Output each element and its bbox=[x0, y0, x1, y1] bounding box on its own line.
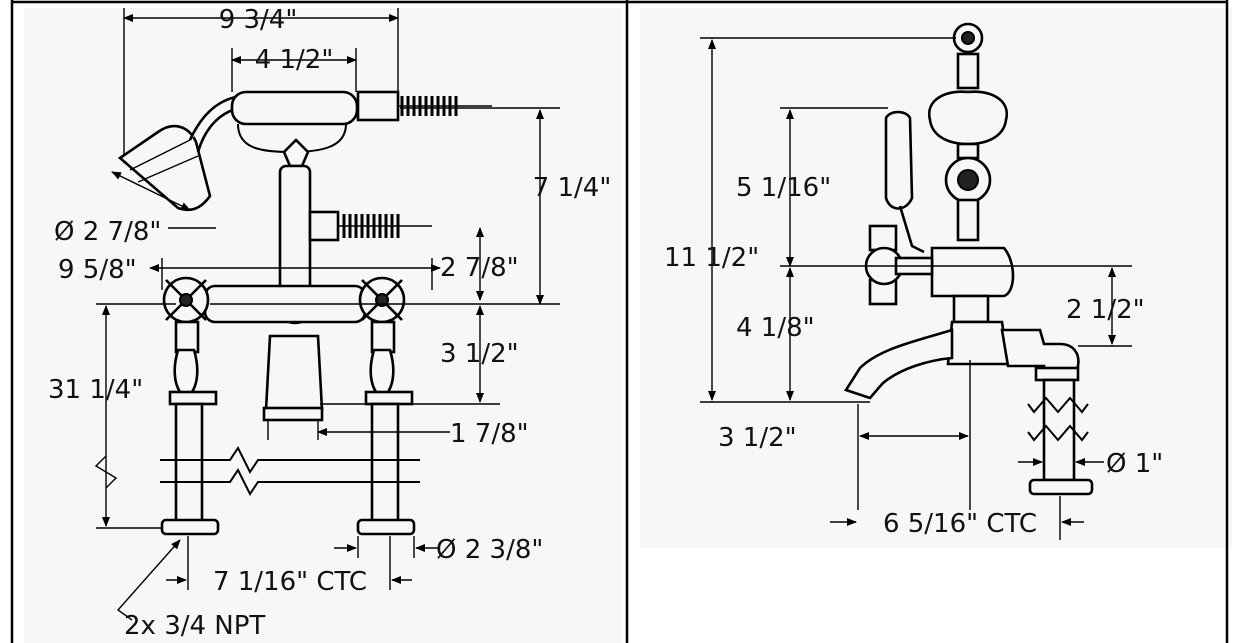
dim-cradle-height: 7 1/4" bbox=[533, 173, 612, 203]
dim-overall-height: 11 1/2" bbox=[664, 243, 759, 273]
dim-cradle-width: 4 1/2" bbox=[255, 45, 334, 75]
handshower-handle bbox=[230, 90, 492, 154]
front-view: 9 3/4" 4 1/2" Ø 2 7/8" 7 1/4" 9 5/8" 2 7… bbox=[48, 5, 611, 641]
diverter-lever bbox=[884, 110, 925, 254]
dim-elbow-height: 2 1/2" bbox=[1066, 295, 1145, 325]
dim-spout-outlet: 1 7/8" bbox=[450, 419, 529, 449]
spout bbox=[264, 334, 324, 412]
cradle-hook bbox=[927, 22, 1009, 242]
lower-column bbox=[952, 294, 990, 324]
break-line-bottom bbox=[160, 468, 420, 496]
dim-overall-width: 9 3/4" bbox=[219, 5, 298, 35]
dim-connection: 2x 3/4 NPT bbox=[124, 611, 265, 641]
left-cross-handle bbox=[160, 276, 220, 536]
dim-spout-reach: 3 1/2" bbox=[718, 423, 797, 453]
dim-leg-diameter: Ø 1" bbox=[1106, 449, 1163, 479]
dim-spout-height: 4 1/8" bbox=[736, 313, 815, 343]
side-spout bbox=[844, 328, 954, 400]
dim-lever-height: 5 1/16" bbox=[736, 173, 831, 203]
dim-leg-height: 31 1/4" bbox=[48, 375, 143, 405]
dim-base-diameter: Ø 2 3/8" bbox=[436, 535, 543, 565]
dim-spread-width: 9 5/8" bbox=[58, 255, 137, 285]
break-line-top bbox=[160, 446, 420, 474]
dim-hose-outlet-height: 2 7/8" bbox=[440, 253, 519, 283]
valve-body-side bbox=[930, 246, 1015, 298]
dim-handshower-diameter: Ø 2 7/8" bbox=[54, 217, 161, 247]
dim-front-centers: 7 1/16" CTC bbox=[213, 567, 367, 597]
dim-side-centers: 6 5/16" CTC bbox=[883, 509, 1037, 539]
dim-spout-drop: 3 1/2" bbox=[440, 339, 519, 369]
side-view: 11 1/2" 5 1/16" 4 1/8" 2 1/2" 3 1/2" Ø 1… bbox=[664, 22, 1163, 540]
